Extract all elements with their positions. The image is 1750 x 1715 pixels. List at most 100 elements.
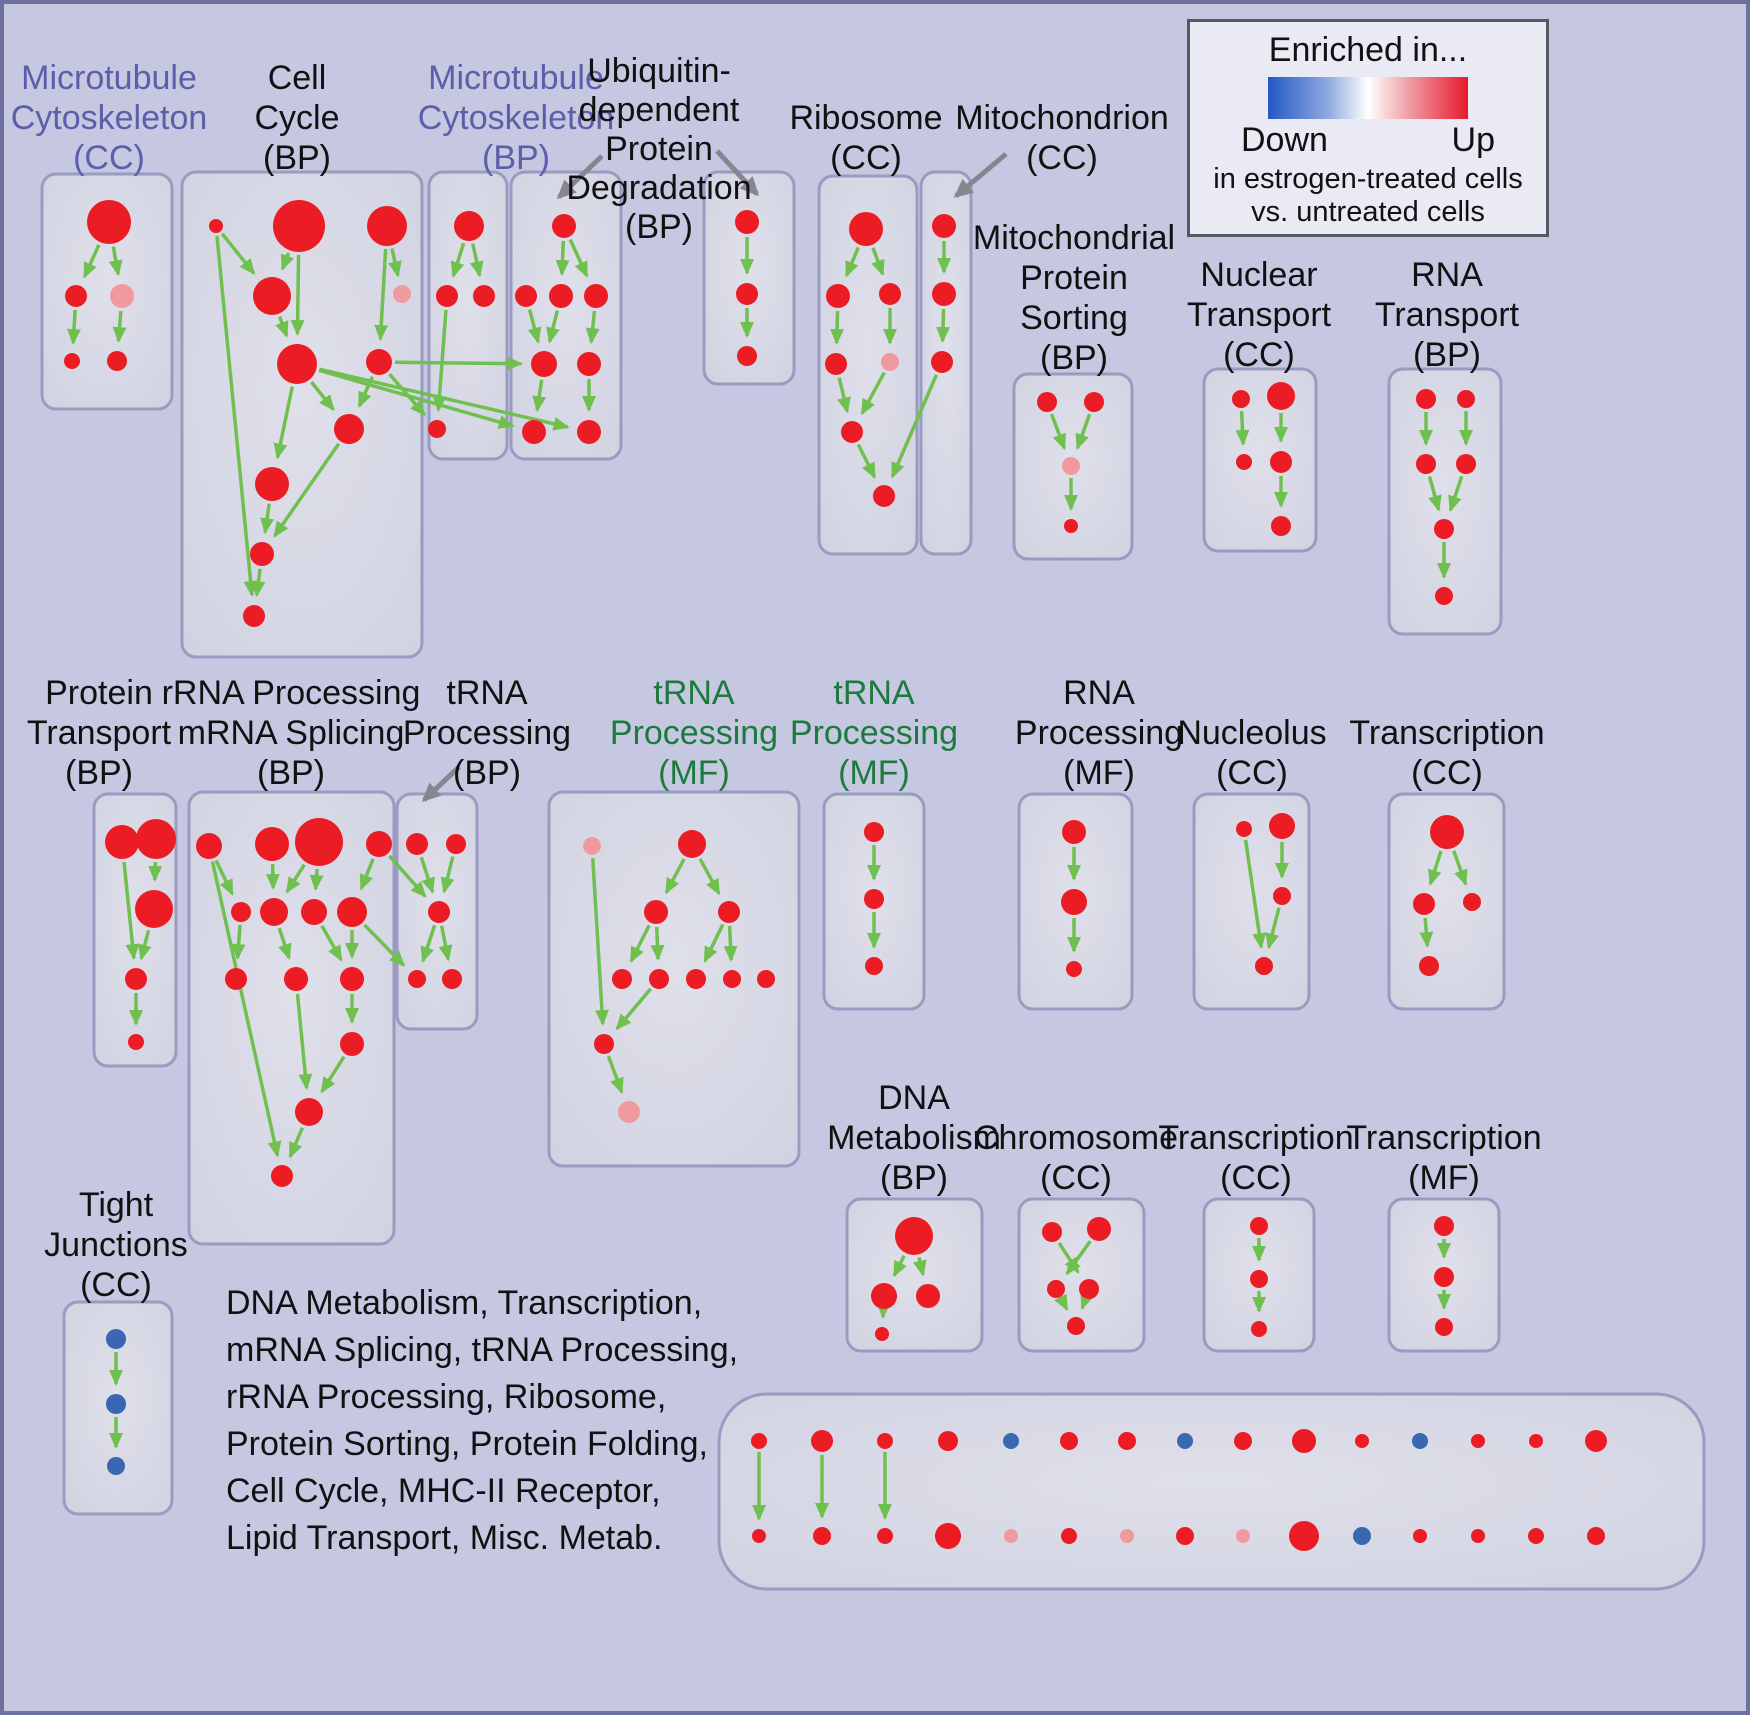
go-term-node	[881, 353, 899, 371]
go-term-node	[1120, 1529, 1134, 1543]
edge-arrow	[1243, 839, 1267, 950]
go-term-node	[196, 833, 222, 859]
go-term-node	[1269, 813, 1295, 839]
go-term-node	[811, 1430, 833, 1452]
edge-arrow	[320, 925, 343, 962]
go-term-node	[1353, 1527, 1371, 1545]
go-term-node	[110, 284, 134, 308]
go-term-node	[935, 1523, 961, 1549]
edge-arrow	[568, 238, 589, 278]
go-term-node	[644, 900, 668, 924]
go-term-node	[1587, 1527, 1605, 1545]
edge-arrow	[394, 356, 524, 371]
go-term-node	[1430, 815, 1464, 849]
label-transcription-mf: Transcription(MF)	[1346, 1119, 1541, 1197]
go-term-node	[1434, 1267, 1454, 1287]
go-term-node	[1413, 1529, 1427, 1543]
go-term-node	[105, 825, 139, 859]
go-term-node	[583, 837, 601, 855]
edge-arrow	[856, 443, 877, 480]
edge-arrow	[1452, 850, 1468, 886]
go-term-node	[865, 957, 883, 975]
go-term-node	[1528, 1528, 1544, 1544]
edge-arrow	[275, 316, 289, 338]
edge-arrow	[440, 856, 455, 894]
label-pointer-arrow	[421, 765, 461, 803]
go-term-node	[1463, 893, 1481, 911]
go-term-node	[1062, 457, 1080, 475]
go-term-node	[932, 214, 956, 238]
go-term-node	[408, 970, 426, 988]
edge-arrow	[277, 927, 292, 960]
go-term-node	[1355, 1434, 1369, 1448]
go-term-node	[877, 1433, 893, 1449]
label-pointer-arrow	[556, 154, 604, 200]
edge-arrow	[871, 247, 885, 277]
go-term-node	[284, 967, 308, 991]
go-term-node	[1267, 382, 1295, 410]
go-term-node	[825, 353, 847, 375]
legend-title: Enriched in...	[1268, 31, 1468, 69]
edge-arrow	[137, 929, 152, 961]
edge-arrow	[210, 861, 282, 1158]
go-term-node	[1176, 1527, 1194, 1545]
go-term-node	[1529, 1434, 1543, 1448]
go-term-node	[1003, 1433, 1019, 1449]
go-term-node	[107, 1457, 125, 1475]
go-term-node	[1419, 956, 1439, 976]
edge-arrow	[606, 1055, 624, 1095]
edge-arrow	[1235, 410, 1250, 447]
go-term-node	[879, 283, 901, 305]
edge-arrow	[214, 859, 234, 896]
go-term-node	[255, 467, 289, 501]
go-term-node	[1413, 893, 1435, 915]
edge-arrow	[310, 380, 335, 412]
go-term-node	[1435, 587, 1453, 605]
edge-arrow	[527, 309, 542, 344]
go-term-node	[253, 277, 291, 315]
edge-arrow	[265, 863, 280, 891]
go-term-node	[106, 1394, 126, 1414]
go-term-node	[406, 833, 428, 855]
edge-arrow	[359, 858, 375, 891]
go-term-node	[752, 1529, 766, 1543]
edge-arrow	[615, 987, 652, 1031]
go-term-node	[718, 901, 740, 923]
go-term-node	[1416, 389, 1436, 409]
go-term-node	[337, 897, 367, 927]
edge-arrow	[318, 368, 515, 429]
go-term-node	[273, 200, 325, 252]
go-term-node	[65, 285, 87, 307]
go-term-node	[135, 890, 173, 928]
go-term-node	[128, 1034, 144, 1050]
edge-arrow	[532, 379, 547, 413]
edge-arrow	[830, 310, 845, 346]
go-term-node	[612, 969, 632, 989]
edges-layer	[66, 232, 1473, 1521]
edge-arrow	[1427, 476, 1442, 512]
go-term-node	[1416, 454, 1436, 474]
go-term-node	[736, 283, 758, 305]
go-term-node	[1234, 1432, 1252, 1450]
edge-arrow	[273, 386, 295, 460]
edge-arrow	[1049, 413, 1066, 451]
edge-arrow	[585, 310, 600, 345]
go-term-node	[938, 1431, 958, 1451]
edge-arrow	[215, 235, 258, 598]
go-term-node	[1457, 390, 1475, 408]
go-term-node	[1084, 392, 1104, 412]
edge-arrow	[288, 1126, 305, 1159]
go-term-node	[723, 970, 741, 988]
edge-arrow	[450, 242, 466, 278]
edge-arrow	[1265, 907, 1281, 950]
go-term-node	[735, 210, 759, 234]
legend-subtitle-line1: in estrogen-treated cells	[1213, 163, 1523, 195]
go-term-node	[366, 831, 392, 857]
edge-arrow	[698, 858, 721, 896]
